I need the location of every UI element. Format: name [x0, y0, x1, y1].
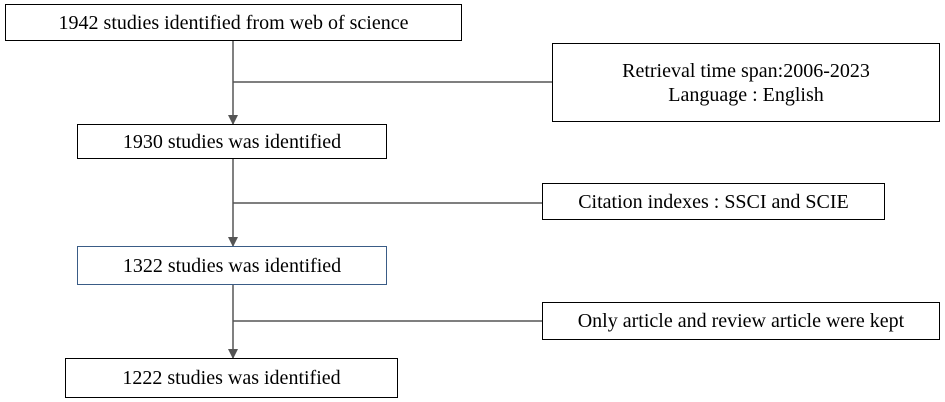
exclusion-box-3: Only article and review article were kep… — [542, 302, 940, 340]
step-1-text: 1942 studies identified from web of scie… — [58, 11, 409, 34]
step-box-3: 1322 studies was identified — [77, 246, 387, 285]
step-2-text: 1930 studies was identified — [122, 130, 342, 153]
step-4-text: 1222 studies was identified — [122, 367, 341, 389]
step-box-4: 1222 studies was identified — [65, 358, 398, 398]
step-box-2: 1930 studies was identified — [77, 124, 387, 159]
step-3-text: 1322 studies was identified — [122, 254, 342, 277]
exclusion-3-line-1: Only article and review article were kep… — [577, 310, 905, 332]
step-box-1: 1942 studies identified from web of scie… — [5, 4, 462, 41]
exclusion-2-line-1: Citation indexes : SSCI and SCIE — [578, 190, 849, 213]
exclusion-1-line-2: Language : English — [668, 83, 824, 106]
exclusion-box-2: Citation indexes : SSCI and SCIE — [542, 183, 885, 220]
exclusion-1-line-1: Retrieval time span:2006-2023 — [622, 59, 870, 82]
exclusion-box-1: Retrieval time span:2006-2023 Language :… — [552, 43, 940, 122]
